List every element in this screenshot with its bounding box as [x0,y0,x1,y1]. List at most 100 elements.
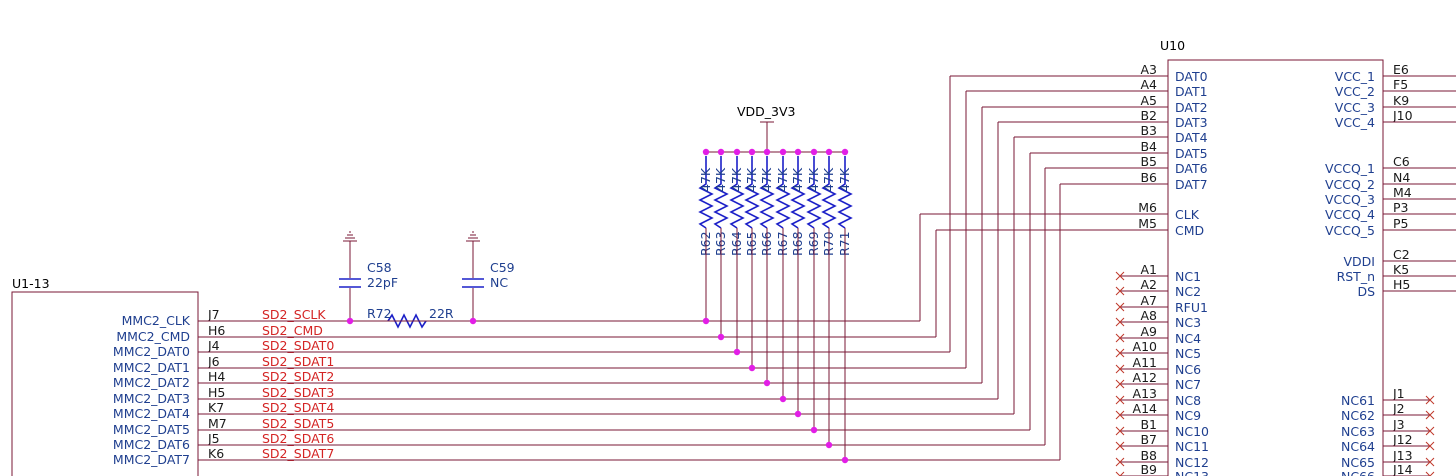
no-connect-mark [1115,379,1125,389]
net-label: SD2_SDAT0 [262,338,334,353]
u10-pin-number: N4 [1393,170,1410,185]
c59-junction [469,317,477,325]
net-label: SD2_CMD [262,323,323,338]
u10-pin-name: DS [1357,284,1375,299]
u10-pin-name: NC4 [1175,331,1201,346]
pullup-resistor [806,156,822,229]
u1-pin-name: MMC2_DAT4 [113,406,190,421]
u1-pin-number: M7 [208,416,227,431]
no-connect-mark [1425,471,1435,476]
r72: R72 22R [367,306,454,329]
u10-pin-name: CMD [1175,223,1204,238]
u10-pin-name: NC2 [1175,284,1201,299]
u10-pin-name: VCC_4 [1335,115,1375,130]
no-connect-mark [1115,395,1125,405]
u10-body [1167,59,1384,476]
no-connect-mark [1425,441,1435,451]
u10-pin-name: DAT1 [1175,84,1208,99]
bus-junction [825,148,833,156]
u10-pin-number: H5 [1393,277,1410,292]
no-connect-mark [1115,471,1125,476]
u10-pin-number: A1 [1140,262,1157,277]
u10-pin-name: DAT0 [1175,69,1208,84]
u10-pin-number: J13 [1392,448,1413,463]
u10-pin-number: M6 [1138,200,1157,215]
u10-pin-name: NC66 [1341,469,1375,476]
u10-pin-number: B7 [1140,432,1157,447]
bus-junction [794,148,802,156]
u10-pin-name: DAT6 [1175,161,1208,176]
u1-pin-number: K7 [208,400,224,415]
u10-pin-number: B1 [1140,417,1157,432]
u1-pin-number: H4 [208,369,225,384]
u1-pin-name: MMC2_DAT0 [113,344,190,359]
pullup-value: 47K [821,167,836,192]
u10-pin-number: B4 [1140,139,1157,154]
pullup-value: 47K [790,167,805,192]
u10-pin-name: VCCQ_1 [1325,161,1375,176]
no-connect-mark [1425,410,1435,420]
u10-ref: U10 [1160,38,1185,53]
u1-pin-name: MMC2_DAT6 [113,437,190,452]
r72-value: 22R [429,306,454,321]
u1-pin-number: J7 [207,307,220,322]
no-connect-mark [1425,457,1435,467]
net-junction [717,333,725,341]
u1-pin-number: K6 [208,446,224,461]
c58-ground-symbol [343,231,357,242]
u10-pin-name: NC3 [1175,315,1201,330]
u10-pin-number: B2 [1140,108,1157,123]
net-junction [810,426,818,434]
u1-pin-name: MMC2_DAT2 [113,375,190,390]
u10-pin-number: J14 [1392,462,1413,476]
u10-pin-number: A13 [1133,386,1157,401]
net-junction [825,441,833,449]
u10-pin-number: B6 [1140,170,1157,185]
u10-pin-number: A10 [1133,339,1158,354]
net-junction [779,395,787,403]
u10-pin-name: NC62 [1341,408,1375,423]
net-junction [702,317,710,325]
no-connect-mark [1115,441,1125,451]
bus-junction [841,148,849,156]
u10-pin-number: C2 [1393,247,1410,262]
no-connect-mark [1115,364,1125,374]
u1-pin-name: MMC2_DAT7 [113,452,190,467]
u10-pin-name: NC65 [1341,455,1375,470]
u10-pin-name: VCCQ_4 [1325,207,1375,222]
bus-junction [810,148,818,156]
u1-pin-number: H6 [208,323,225,338]
no-connect-mark [1115,286,1125,296]
u10-pin-number: M5 [1138,216,1157,231]
u10-pin-number: B9 [1140,462,1157,476]
u1-pin-number: J6 [207,354,220,369]
u10-pin-number: B8 [1140,448,1157,463]
u10-pin-number: E6 [1393,62,1409,77]
c58-value: 22pF [367,275,398,290]
net-label: SD2_SDAT5 [262,416,334,431]
c58-junction [346,317,354,325]
u10-pin-name: DAT5 [1175,146,1208,161]
u1-pin-name: MMC2_CLK [122,313,191,328]
net-junction [733,348,741,356]
u10-pin-number: J10 [1392,108,1413,123]
net-label: SD2_SDAT4 [262,400,334,415]
u10-pin-name: RFU1 [1175,300,1208,315]
u1-pin-number: H5 [208,385,225,400]
u10-pin-name: NC64 [1341,439,1375,454]
u10-pin-name: VCC_1 [1335,69,1375,84]
u10-pin-name: DAT2 [1175,100,1208,115]
u1-pin-number: J4 [207,338,220,353]
u10-pin-name: NC7 [1175,377,1201,392]
u1-ref: U1-13 [12,276,50,291]
net-junction [763,379,771,387]
pullup-resistor [775,156,791,229]
u10-pin-name: NC6 [1175,362,1201,377]
u10-pin-name: CLK [1175,207,1200,222]
u10-pin-name: NC61 [1341,393,1375,408]
u10-pin-number: J3 [1392,417,1405,432]
no-connect-mark [1115,457,1125,467]
u10-pin-name: VCC_3 [1335,100,1375,115]
u10-pin-name: NC11 [1175,439,1209,454]
c59-value: NC [490,275,508,290]
